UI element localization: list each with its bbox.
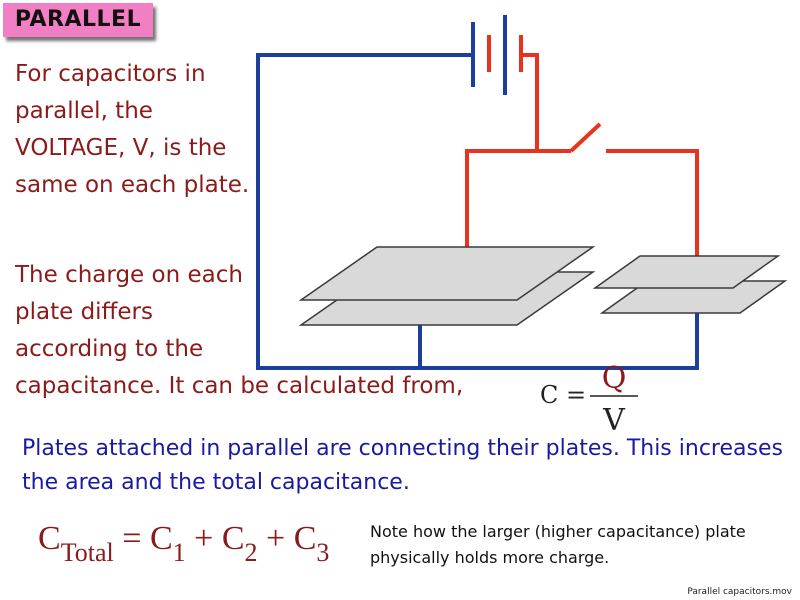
formula-numerator-q: Q (602, 361, 627, 396)
red-wire-right-branch (606, 149, 699, 262)
equals-sign: = (122, 520, 142, 557)
red-wire-battery-to-junction (521, 53, 539, 151)
plus-sign-1: + (194, 520, 214, 557)
parallel-voltage-text: For capacitors in parallel, the VOLTAGE,… (15, 61, 250, 198)
blue-wire-left-loop (256, 53, 473, 370)
parallel-area-text: Plates attached in parallel are connecti… (22, 436, 783, 495)
c1-subscript: 1 (172, 538, 186, 567)
c3-subscript: 3 (316, 538, 330, 567)
filename-caption[interactable]: Parallel capacitors.mov (687, 587, 792, 597)
formula-c-lhs: C = (540, 381, 586, 409)
title-badge: PARALLEL (3, 3, 153, 37)
charge-differs-text: The charge on each plate differs accordi… (15, 262, 243, 362)
red-wire-left-branch (465, 149, 537, 258)
large-capacitor-upper-plate (298, 246, 596, 301)
c-total-symbol: C (38, 520, 61, 557)
switch-lever (569, 122, 602, 153)
total-subscript: Total (60, 538, 114, 567)
formula-denominator-v: V (602, 403, 626, 438)
c1-symbol: C (149, 520, 173, 557)
c2-symbol: C (221, 520, 245, 557)
blue-wire-bottom-right (420, 294, 699, 370)
c3-symbol: C (293, 520, 317, 557)
capacitance-calc-text: capacitance. It can be calculated from, (15, 373, 464, 399)
total-capacitance-formula: CTotal = C1 + C2 + C3 (38, 520, 329, 568)
charge-note-text: Note how the larger (higher capacitance)… (370, 522, 746, 567)
c2-subscript: 2 (244, 538, 258, 567)
small-capacitor-upper-plate (592, 255, 781, 289)
plus-sign-2: + (266, 520, 286, 557)
